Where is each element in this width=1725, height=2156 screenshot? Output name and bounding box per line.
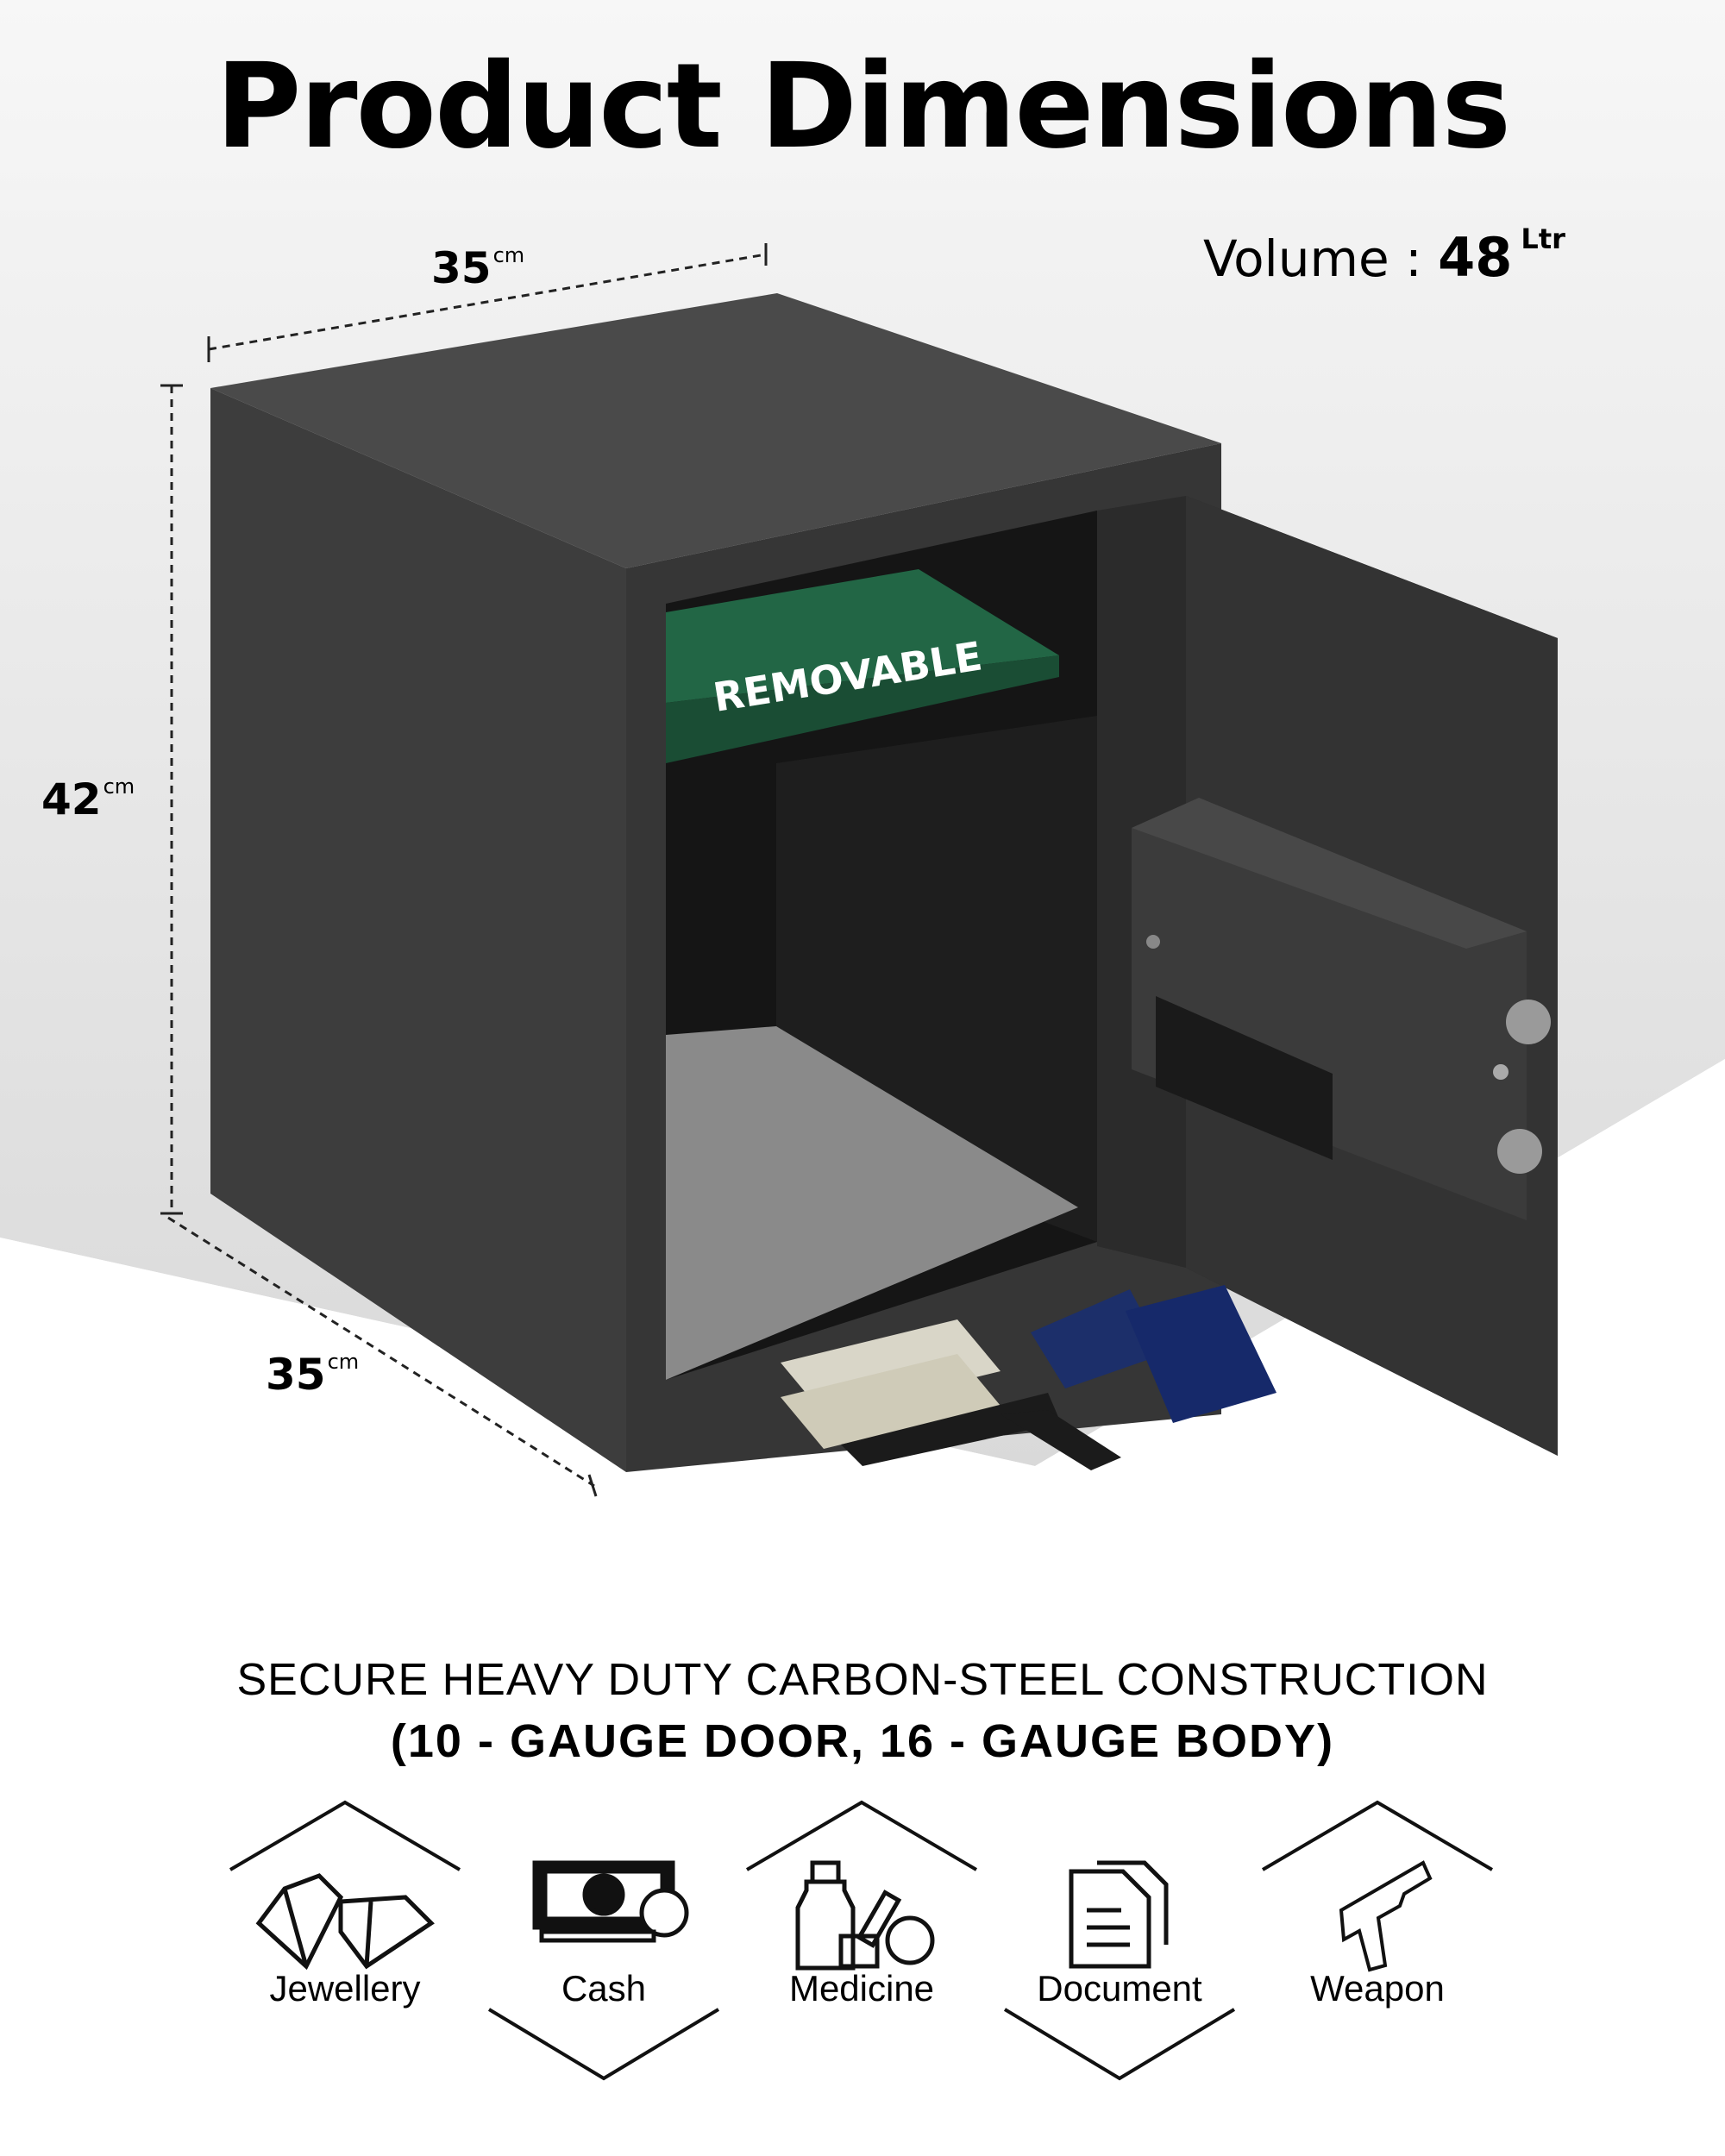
page-title: Product Dimensions	[215, 39, 1511, 175]
volume-label: Volume :	[1203, 229, 1422, 288]
feature-label-medicine: Medicine	[788, 1968, 935, 2009]
lock-knob	[1497, 1129, 1542, 1174]
document-icon	[1069, 1860, 1169, 1969]
height-unit: cm	[103, 774, 135, 799]
construction-heading: SECURE HEAVY DUTY CARBON-STEEL CONSTRUCT…	[236, 1655, 1489, 1705]
cash-icon	[532, 1860, 689, 1943]
feature-label-jewellery: Jewellery	[269, 1968, 421, 2009]
depth-unit: cm	[327, 1350, 360, 1374]
cash-bundle	[781, 1319, 1000, 1449]
pistol	[841, 1393, 1121, 1470]
volume-value: 48	[1438, 226, 1513, 289]
diamond-icon	[255, 1873, 435, 1971]
width-unit: cm	[492, 243, 525, 267]
lock-knob	[1506, 1000, 1551, 1044]
carpet-floor	[666, 1026, 1078, 1380]
dimension-lines	[167, 253, 767, 1488]
volume-unit: Ltr	[1521, 222, 1565, 255]
feature-label-cash: Cash	[561, 1968, 647, 2009]
feature-label-document: Document	[1037, 1968, 1202, 2009]
width-value: 35	[431, 243, 492, 293]
passports	[1031, 1285, 1276, 1423]
lock-box	[1132, 798, 1551, 1220]
gauge-details: (10 - GAUGE DOOR, 16 - GAUGE BODY)	[390, 1715, 1335, 1767]
width-dimension: 35cm	[431, 243, 524, 293]
gun-icon	[1339, 1860, 1433, 1972]
medicine-icon	[795, 1860, 935, 1971]
feature-chevrons	[229, 1800, 1494, 2081]
depth-dimension: 35cm	[266, 1350, 359, 1400]
safe-body: REMOVABLE	[210, 293, 1558, 1472]
feature-label-weapon: Weapon	[1310, 1968, 1445, 2009]
removable-shelf	[666, 569, 1059, 703]
height-value: 42	[41, 774, 102, 824]
height-dimension: 42cm	[41, 774, 135, 824]
depth-value: 35	[266, 1350, 326, 1400]
